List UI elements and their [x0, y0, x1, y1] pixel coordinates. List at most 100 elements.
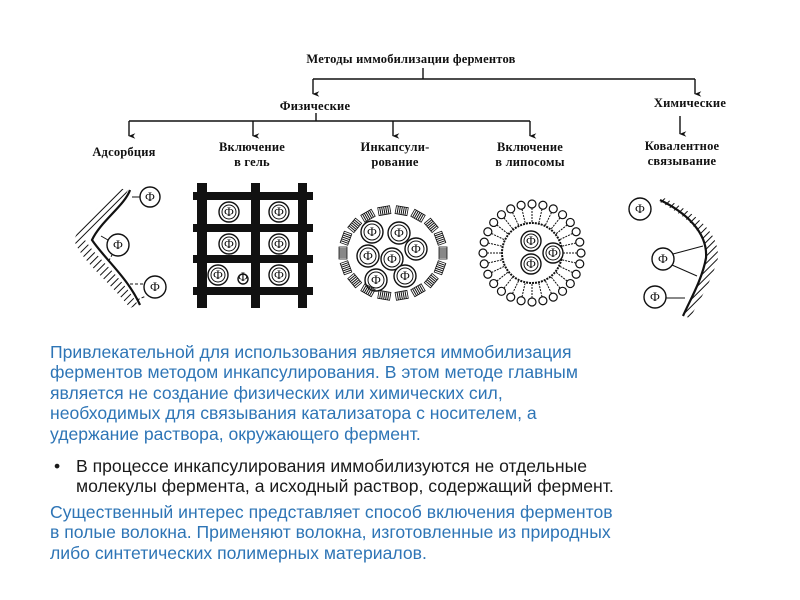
svg-text:Ф: Ф: [635, 202, 645, 216]
phospholipid: [550, 276, 568, 296]
phospholipid: [483, 227, 505, 241]
phospholipid: [516, 200, 526, 223]
method-label-encapsulation: Инкапсули-рование: [361, 140, 430, 169]
paragraph-line: необходимых для связывания катализатора …: [50, 403, 537, 424]
phospholipid: [538, 200, 548, 223]
membrane-segment: [433, 260, 447, 276]
enzyme-icon: Ф: [651, 247, 675, 271]
phospholipid: [555, 217, 575, 235]
phospholipid: [506, 280, 520, 302]
svg-text:Ф: Ф: [548, 246, 558, 260]
enzyme-icon: Ф: [520, 230, 542, 252]
liposome-figure: ФФФ: [478, 199, 586, 307]
membrane-segment: [360, 208, 376, 223]
tree-connectors: [128, 68, 702, 139]
phospholipid: [489, 271, 509, 289]
svg-text:Ф: Ф: [224, 205, 234, 219]
membrane-segment: [410, 283, 426, 298]
encapsulation-paragraph: Привлекательной для использования являет…: [50, 342, 770, 444]
svg-text:Ф: Ф: [367, 225, 377, 239]
enzyme-icon: Ф: [268, 264, 290, 286]
phospholipid: [527, 284, 537, 307]
enzyme-icon: Ф: [387, 221, 411, 245]
phospholipid: [563, 248, 586, 258]
enzyme-icon: Ф: [542, 242, 564, 264]
phospholipid: [506, 204, 520, 226]
svg-text:Ф: Ф: [658, 252, 668, 266]
hollow-fibers-paragraph: Существенный интерес представляет способ…: [50, 502, 770, 563]
phospholipid: [544, 204, 558, 226]
phospholipid: [559, 265, 581, 279]
phospholipid: [527, 199, 537, 222]
bullet-line: молекулы фермента, а исходный раствор, с…: [76, 476, 614, 497]
enzyme-icon: Ф: [143, 275, 167, 299]
svg-text:Ф: Ф: [150, 280, 160, 294]
membrane-segment: [339, 260, 353, 276]
phospholipid: [562, 237, 585, 247]
enzyme-icon: Ф: [364, 268, 388, 292]
paragraph-line: в полые волокна. Применяют волокна, изго…: [50, 522, 611, 543]
paragraph-line: ферментов методом инкапсулирования. В эт…: [50, 362, 578, 383]
membrane-segment: [394, 289, 409, 301]
membrane-segment: [438, 246, 448, 260]
enzyme-icon: Ф: [218, 201, 240, 223]
phospholipid: [496, 276, 514, 296]
phospholipid: [483, 265, 505, 279]
enzyme-icon: Ф: [207, 264, 229, 286]
svg-text:Ф: Ф: [274, 237, 284, 251]
enzyme-icon: Ф: [268, 201, 290, 223]
svg-text:Ф: Ф: [371, 273, 381, 287]
phospholipid: [479, 259, 502, 269]
enzyme-icon: Ф: [360, 220, 384, 244]
covalent-figure: Ф Ф Ф: [628, 197, 719, 318]
svg-text:Ф: Ф: [145, 190, 155, 204]
enzyme-icon: Ф: [628, 197, 652, 221]
phospholipid: [562, 259, 585, 269]
paragraph-line: либо синтетических полимерных материалов…: [50, 542, 427, 563]
svg-text:Ф: Ф: [274, 205, 284, 219]
enzyme-icon: Ф: [404, 237, 428, 261]
svg-text:Ф: Ф: [526, 234, 536, 248]
paragraph-line: Существенный интерес представляет способ…: [50, 502, 613, 522]
phospholipid: [538, 283, 548, 306]
bullet-item: • В процессе инкапсулирования иммобилизу…: [50, 456, 776, 497]
diagram-root-label: Методы иммобилизации ферментов: [306, 52, 515, 66]
paragraph-line: удержание раствора, окружающего фермент.: [50, 423, 421, 444]
membrane-segment: [377, 289, 392, 301]
enzyme-icon: Ф: [380, 247, 404, 271]
membrane-segment: [347, 272, 363, 289]
svg-text:Ф: Ф: [274, 268, 284, 282]
svg-text:Ф: Ф: [363, 249, 373, 263]
membrane-segment: [423, 217, 439, 234]
phospholipid: [550, 210, 568, 230]
bullet-line: В процессе инкапсулирования иммобилизуют…: [76, 456, 588, 476]
membrane-segment: [339, 230, 353, 246]
chemical-branch-label: Химические: [654, 96, 726, 110]
membrane-segment: [377, 205, 392, 217]
membrane-segment: [360, 283, 376, 298]
enzyme-icon: Ф: [268, 233, 290, 255]
membrane-segment: [347, 217, 363, 234]
paragraph-line: Привлекательной для использования являет…: [50, 342, 572, 362]
phospholipid: [516, 283, 526, 306]
enzyme-icon: Ф: [106, 233, 130, 257]
phospholipid: [559, 227, 581, 241]
enzyme-icon: Ф: [237, 270, 249, 285]
phospholipid: [496, 210, 514, 230]
svg-text:Ф: Ф: [394, 226, 404, 240]
method-label-adsorption: Адсорбция: [92, 145, 155, 159]
enzyme-icon: Ф: [643, 285, 667, 309]
phospholipid: [479, 237, 502, 247]
membrane-segment: [338, 246, 348, 260]
svg-text:Ф: Ф: [238, 270, 248, 284]
svg-text:Ф: Ф: [526, 257, 536, 271]
enzyme-icon: Ф: [520, 253, 542, 275]
physical-branch-label: Физические: [280, 99, 351, 113]
paragraph-line: является не создание физических или хими…: [50, 382, 503, 403]
svg-text:Ф: Ф: [411, 242, 421, 256]
svg-text:Ф: Ф: [113, 238, 123, 252]
enzyme-icon: Ф: [139, 186, 161, 208]
